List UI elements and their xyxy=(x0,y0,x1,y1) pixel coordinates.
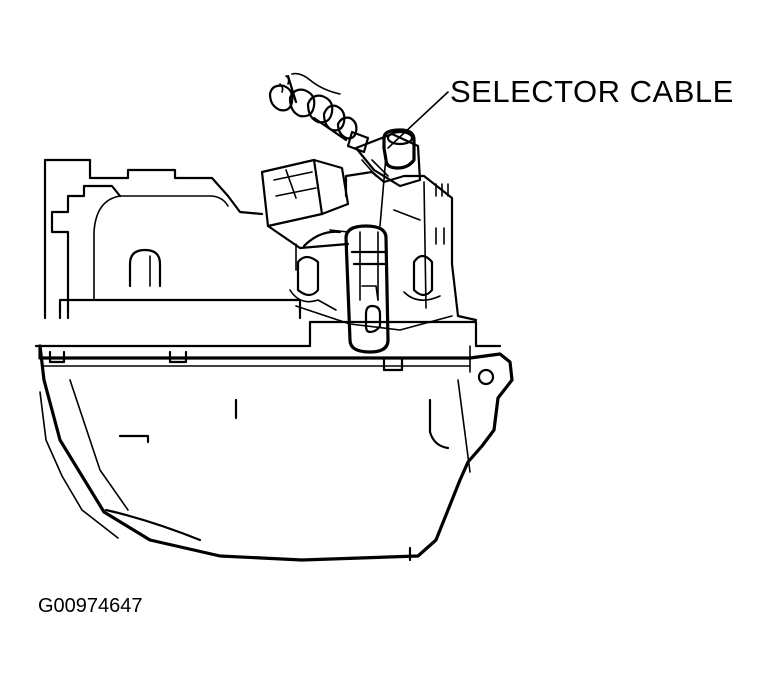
transmission-case xyxy=(43,158,302,320)
selector-cable xyxy=(268,72,370,154)
callout-leader xyxy=(379,91,449,227)
selector-cable-label: SELECTOR CABLE xyxy=(450,74,734,109)
oil-pan xyxy=(34,320,514,562)
cable-bracket xyxy=(354,128,422,188)
selector-housing xyxy=(260,158,478,331)
manual-lever xyxy=(344,224,390,354)
figure-id: G00974647 xyxy=(38,595,143,617)
